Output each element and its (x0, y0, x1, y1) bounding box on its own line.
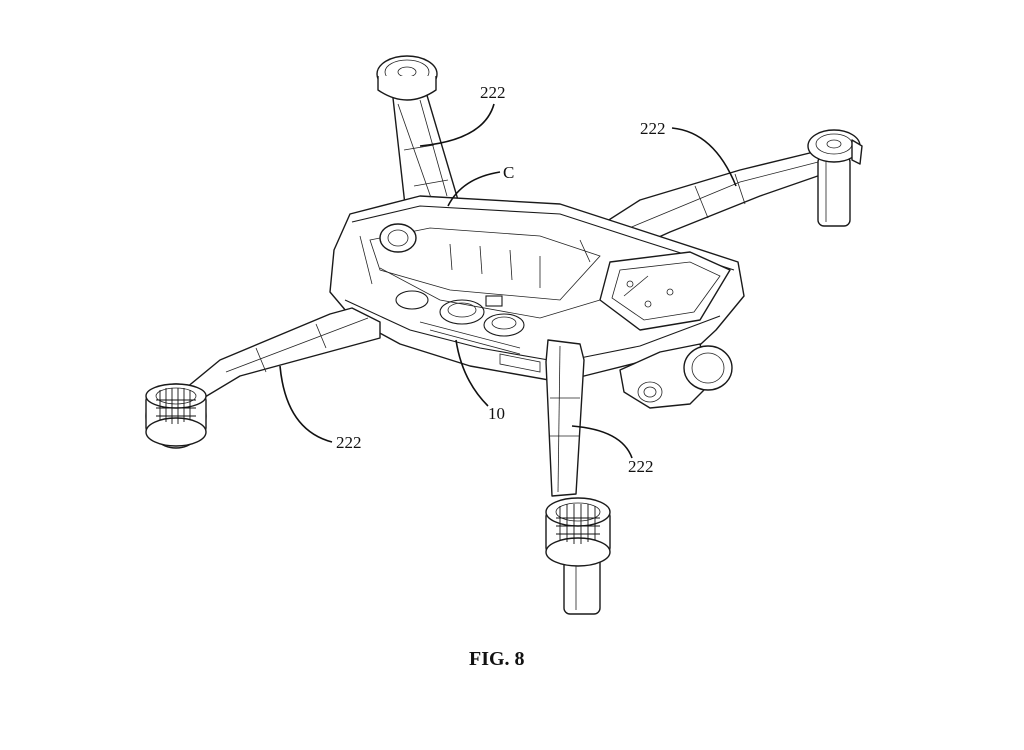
label-arm-top-right: 222 (640, 119, 666, 138)
leader-arm-top-right (671, 127, 737, 187)
leader-arm-bottom-right (571, 425, 633, 459)
leader-body (455, 339, 489, 407)
label-arm-top-left: 222 (480, 83, 506, 102)
arm-top-left (376, 55, 459, 223)
body-frame (329, 195, 745, 409)
label-detail-c: C (503, 163, 514, 182)
leader-detail-c (447, 171, 501, 207)
figure-caption: FIG. 8 (469, 648, 525, 670)
arm-bottom-right (545, 339, 611, 615)
arm-bottom-left (145, 307, 381, 449)
label-arm-bottom-left: 222 (336, 433, 362, 452)
leader-lines (279, 103, 737, 459)
leader-arm-top-left (419, 103, 495, 147)
leader-arm-bottom-left (279, 365, 333, 443)
label-arm-bottom-right: 222 (628, 457, 654, 476)
label-body: 10 (488, 404, 505, 423)
